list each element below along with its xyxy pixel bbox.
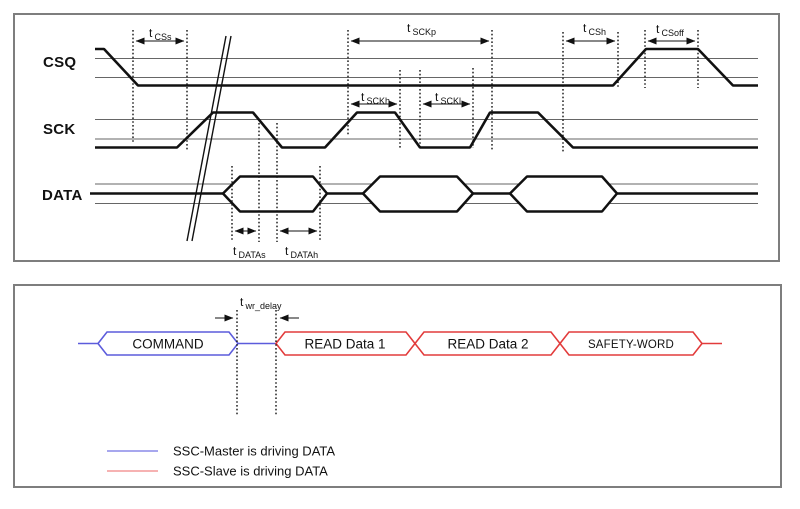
time-break-marks: [186, 35, 232, 242]
tsckp-label: t: [407, 21, 411, 35]
tcss-label-sub: CSs: [155, 32, 173, 42]
tcsh-label-sub: CSh: [589, 27, 607, 37]
twr-delay-annotation: t wr_delay: [215, 295, 299, 415]
signal-label-csq: CSQ: [43, 54, 76, 71]
timing-diagram-svg: t CSs t SCKp t SCKh t SCKl t CSh t CSoff…: [42, 21, 758, 260]
frame-read-data-1-label: READ Data 1: [304, 337, 385, 352]
signal-labels: CSQ SCK DATA: [42, 54, 83, 204]
data-valid-hexagon-2: [362, 175, 474, 213]
tcsh-label: t: [583, 21, 587, 35]
frame-sequence-panel: t wr_delay COMMAND READ Data 1 READ Data…: [13, 284, 782, 488]
timing-labels: t CSs t SCKp t SCKh t SCKl t CSh t CSoff…: [149, 21, 684, 260]
frame-read-data-2-label: READ Data 2: [447, 337, 528, 352]
break-slash-2: [191, 35, 232, 242]
frame-command-label: COMMAND: [132, 337, 203, 352]
sck-waveform: [95, 111, 758, 149]
tdatah-label-sub: DATAh: [291, 250, 319, 260]
tsckh-label-sub: SCKh: [367, 96, 391, 106]
signal-label-sck: SCK: [43, 121, 76, 138]
bus-frames: [78, 331, 722, 356]
tsckp-label-sub: SCKp: [413, 27, 437, 37]
tdatah-label: t: [285, 244, 289, 258]
tsckl-label: t: [435, 90, 439, 104]
tsckl-label-sub: SCKl: [441, 96, 462, 106]
break-slash-1: [186, 35, 227, 242]
csq-waveform: [95, 47, 758, 87]
tcsoff-label: t: [656, 22, 660, 36]
dotted-guides: [132, 30, 699, 242]
legend-slave-label: SSC-Slave is driving DATA: [173, 464, 328, 479]
legend: SSC-Master is driving DATA SSC-Slave is …: [107, 444, 335, 479]
frame-labels: COMMAND READ Data 1 READ Data 2 SAFETY-W…: [132, 337, 674, 352]
frame-safety-word-label: SAFETY-WORD: [588, 339, 674, 351]
data-valid-hexagon-3: [509, 175, 618, 213]
frame-sequence-svg: t wr_delay COMMAND READ Data 1 READ Data…: [78, 295, 722, 479]
tdatas-label: t: [233, 244, 237, 258]
tcsoff-label-sub: CSoff: [662, 28, 685, 38]
signal-label-data: DATA: [42, 187, 83, 204]
data-valid-hexagon-1: [222, 175, 328, 213]
legend-master-label: SSC-Master is driving DATA: [173, 444, 335, 459]
tdatas-label-sub: DATAs: [239, 250, 267, 260]
timing-diagram-panel: t CSs t SCKp t SCKh t SCKl t CSh t CSoff…: [13, 13, 780, 262]
tsckh-label: t: [361, 90, 365, 104]
csq-reference-rails: [95, 58, 758, 78]
twr-delay-label-sub: wr_delay: [245, 301, 283, 311]
timing-arrows: [135, 37, 696, 235]
tcss-label: t: [149, 26, 153, 40]
twr-delay-label: t: [240, 295, 244, 309]
